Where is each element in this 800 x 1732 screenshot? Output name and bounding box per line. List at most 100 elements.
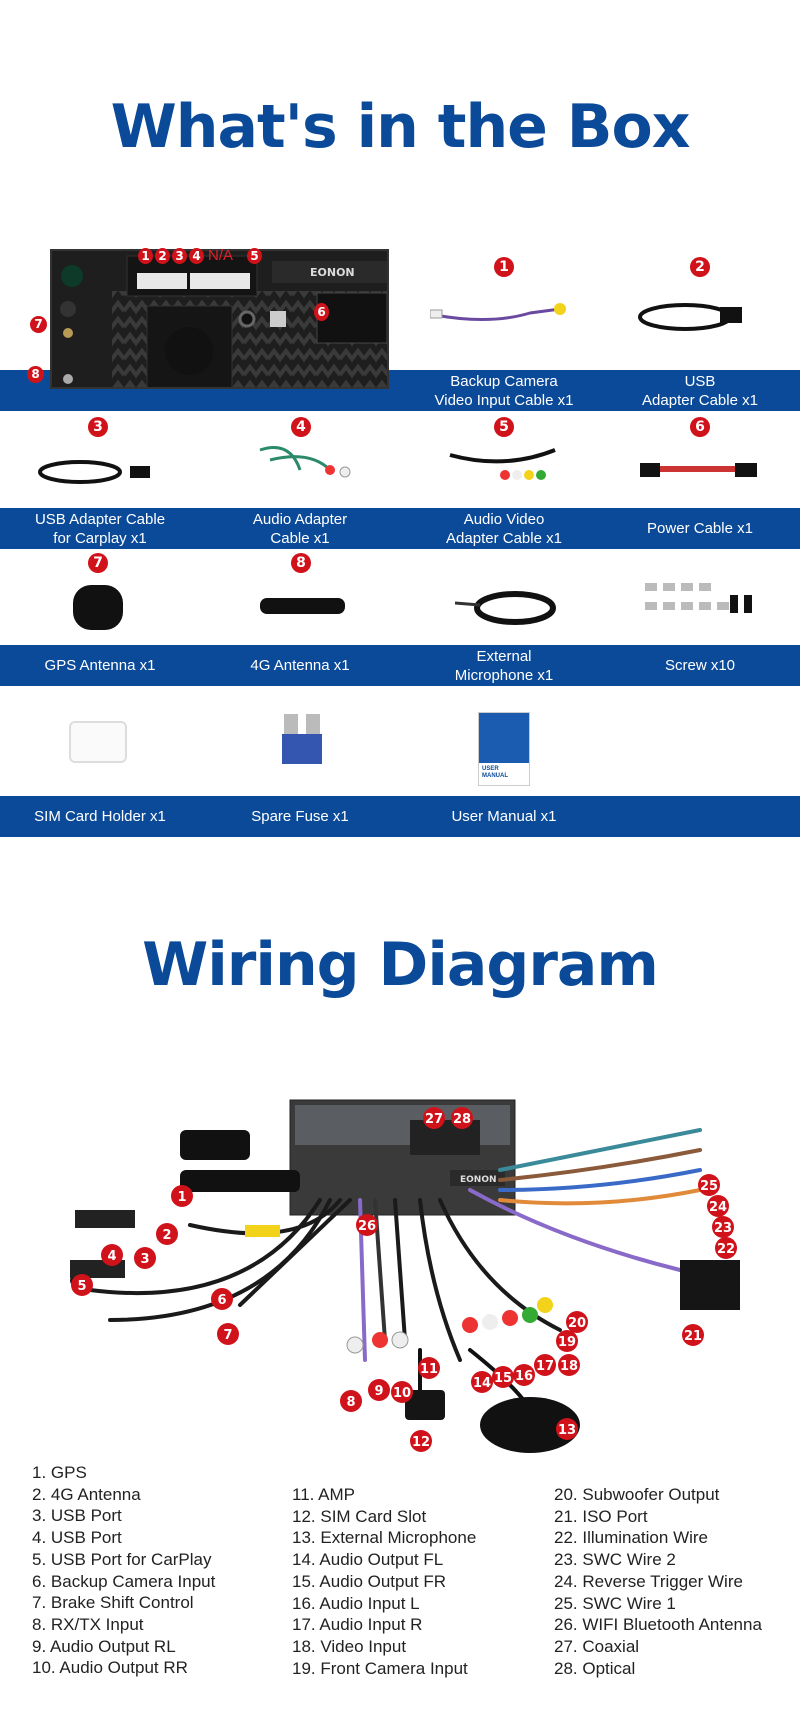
- diagram-marker-27: 27: [423, 1107, 445, 1129]
- diagram-marker-15: 15: [492, 1366, 514, 1388]
- diagram-marker-label: 12: [412, 1435, 430, 1450]
- legend-item: 1. GPS: [32, 1463, 87, 1482]
- diagram-marker-label: 13: [558, 1423, 576, 1438]
- legend-item: 27. Coaxial: [554, 1636, 640, 1656]
- diagram-marker-label: 10: [393, 1386, 411, 1401]
- item-number-8: 8: [291, 553, 311, 573]
- diagram-marker-11: 11: [418, 1357, 440, 1379]
- spare-fuse-image: [282, 714, 322, 764]
- diagram-marker-28: 28: [451, 1107, 473, 1129]
- item-caption-13: User Manual x1: [451, 808, 557, 825]
- legend-item: 7. Brake Shift Control: [32, 1593, 194, 1613]
- diagram-marker-label: 2: [162, 1228, 171, 1243]
- diagram-marker-26: 26: [356, 1214, 378, 1236]
- legend-item: 6. Backup Camera Input: [32, 1571, 216, 1591]
- legend-item: 28. Optical: [554, 1658, 636, 1678]
- item-caption-8: 4G Antenna x1: [250, 657, 350, 674]
- diagram-marker-label: 8: [346, 1395, 355, 1410]
- diagram-marker-label: 1: [177, 1190, 186, 1205]
- item-caption-7: GPS Antenna x1: [44, 657, 156, 674]
- item-caption-11: SIM Card Holder x1: [34, 808, 166, 825]
- head-unit-back-photo: EONON: [50, 249, 389, 389]
- legend-item: 4. USB Port: [32, 1528, 122, 1548]
- diagram-marker-label: 4: [107, 1249, 116, 1264]
- diagram-marker-label: 11: [420, 1362, 438, 1377]
- diagram-marker-3: 3: [134, 1247, 156, 1269]
- legend-item: 9. Audio Output RL: [32, 1636, 176, 1656]
- legend-item: 26. WIFI Bluetooth Antenna: [554, 1615, 762, 1635]
- diagram-marker-9: 9: [368, 1379, 390, 1401]
- item-caption-10: Screw x10: [664, 657, 736, 674]
- legend-item: 13. External Microphone: [292, 1528, 477, 1548]
- diagram-marker-10: 10: [391, 1381, 413, 1403]
- legend-item: 25. SWC Wire 1: [554, 1593, 676, 1613]
- legend-item: 23. SWC Wire 2: [554, 1550, 676, 1570]
- diagram-marker-17: 17: [534, 1354, 556, 1376]
- device-callout-1: 1: [138, 248, 153, 264]
- legend-item: 21. ISO Port: [554, 1506, 648, 1526]
- backup-camera-cable-image: [430, 303, 566, 321]
- item-caption-6: Power Cable x1: [647, 520, 753, 537]
- item-number-6: 6: [690, 417, 710, 437]
- legend-item: 22. Illumination Wire: [554, 1528, 709, 1548]
- device-callout-7: 7: [30, 316, 47, 333]
- diagram-marker-label: 3: [140, 1252, 149, 1267]
- carplay-usb-cable-image: [38, 460, 150, 484]
- diagram-marker-label: 28: [453, 1112, 471, 1127]
- diagram-marker-16: 16: [513, 1364, 535, 1386]
- diagram-marker-4: 4: [101, 1244, 123, 1266]
- legend-item: 5. USB Port for CarPlay: [32, 1549, 212, 1569]
- device-callout-4: 4: [189, 248, 204, 264]
- manual-cover-text: USER MANUAL: [479, 763, 529, 785]
- diagram-eonon-logo: EONON: [460, 1175, 497, 1185]
- diagram-marker-label: 23: [714, 1221, 732, 1236]
- diagram-marker-label: 5: [77, 1279, 86, 1294]
- external-microphone-image: [454, 591, 556, 625]
- box-section-title: What's in the Box: [110, 92, 691, 162]
- diagram-marker-label: 16: [515, 1369, 533, 1384]
- device-callout-6: 6: [314, 303, 329, 321]
- item-number-3: 3: [88, 417, 108, 437]
- diagram-marker-label: 21: [684, 1329, 702, 1344]
- diagram-marker-label: 14: [473, 1376, 491, 1391]
- legend-item: 20. Subwoofer Output: [554, 1485, 720, 1504]
- legend-item: 2. 4G Antenna: [32, 1484, 141, 1504]
- item-number-5: 5: [494, 417, 514, 437]
- diagram-marker-label: 17: [536, 1359, 554, 1374]
- diagram-marker-22: 22: [715, 1237, 737, 1259]
- diagram-marker-5: 5: [71, 1274, 93, 1296]
- diagram-marker-label: 18: [560, 1359, 578, 1374]
- item-caption-12: Spare Fuse x1: [251, 808, 349, 825]
- device-callout-3: 3: [172, 248, 187, 264]
- diagram-marker-label: 25: [700, 1179, 718, 1194]
- audio-video-cable-image: [449, 448, 556, 480]
- diagram-marker-label: 26: [358, 1219, 376, 1234]
- head-unit-back-drawing: EONON: [52, 251, 387, 387]
- diagram-marker-8: 8: [340, 1390, 362, 1412]
- device-callout-na: N/A: [208, 247, 234, 264]
- diagram-marker-label: 7: [223, 1328, 232, 1343]
- caption-band-2: [0, 508, 800, 549]
- legend-item: 16. Audio Input L: [292, 1593, 420, 1613]
- diagram-marker-19: 19: [556, 1330, 578, 1352]
- legend-item: 19. Front Camera Input: [292, 1658, 468, 1678]
- legend-item: 12. SIM Card Slot: [292, 1506, 427, 1526]
- gps-antenna-image: [73, 585, 123, 630]
- diagram-marker-label: 27: [425, 1112, 443, 1127]
- legend-item: 17. Audio Input R: [292, 1615, 423, 1635]
- diagram-marker-label: 9: [374, 1384, 383, 1399]
- diagram-marker-label: 6: [217, 1293, 226, 1308]
- diagram-marker-21: 21: [682, 1324, 704, 1346]
- eonon-logo: EONON: [310, 266, 355, 279]
- diagram-marker-18: 18: [558, 1354, 580, 1376]
- wiring-section-title: Wiring Diagram: [142, 930, 659, 1000]
- diagram-marker-7: 7: [217, 1323, 239, 1345]
- caption-band-4: [0, 796, 800, 837]
